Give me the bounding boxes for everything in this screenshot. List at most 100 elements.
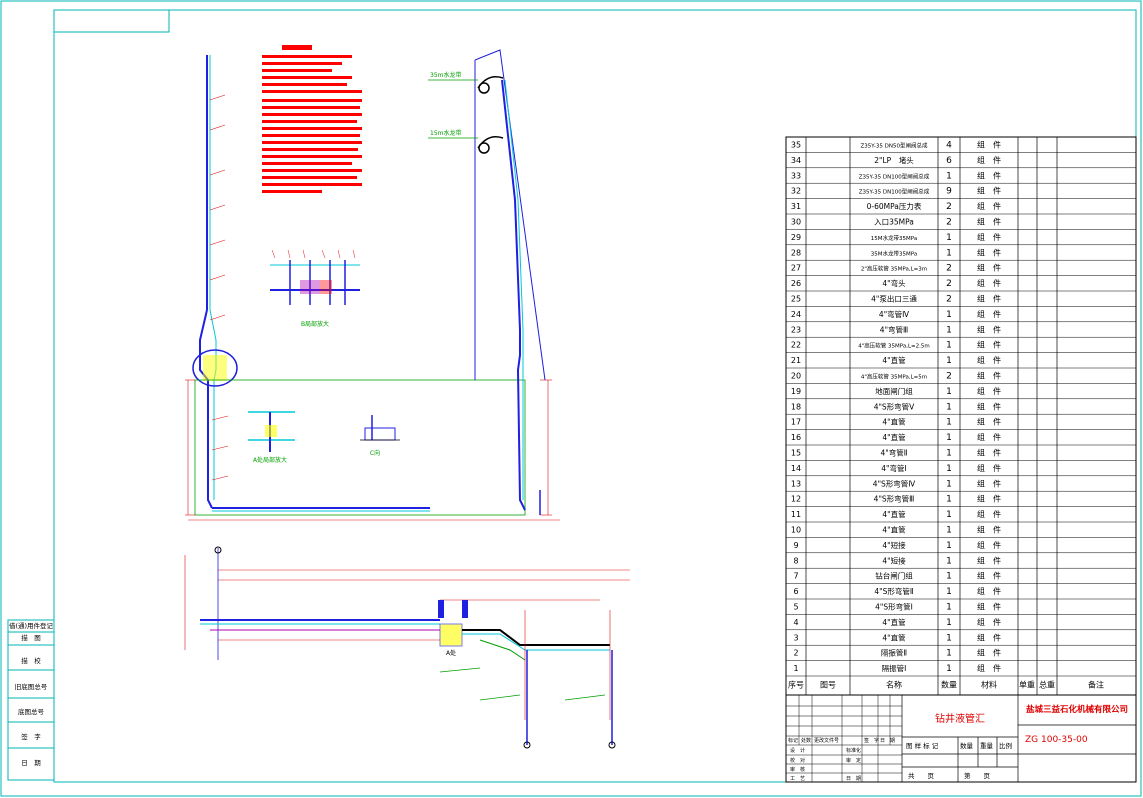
bom-cell-no: 9 xyxy=(793,541,798,550)
bom-cell-qty: 1 xyxy=(946,356,952,366)
caption-c-view: C向 xyxy=(370,449,380,457)
bom-cell-no: 33 xyxy=(791,171,801,180)
margin-label-3: 旧底图总号 xyxy=(15,682,48,691)
bom-cell-qty: 1 xyxy=(946,464,952,474)
bom-cell-no: 30 xyxy=(791,217,801,226)
bom-cell-mat: 组 件 xyxy=(977,386,1001,396)
bom-cell-qty: 2 xyxy=(946,371,952,381)
margin-label-5: 签 字 xyxy=(21,732,41,741)
bom-cell-no: 34 xyxy=(791,156,801,165)
bom-cell-qty: 1 xyxy=(946,602,952,612)
bom-cell-name: 4"直管 xyxy=(882,355,906,365)
bom-cell-no: 2 xyxy=(793,649,798,658)
caption-a-plan: A处 xyxy=(446,649,456,657)
bom-cell-name: 4"弯管Ⅳ xyxy=(879,309,909,319)
bom-cell-mat: 组 件 xyxy=(977,263,1001,273)
bom-cell-mat: 组 件 xyxy=(977,601,1001,611)
bom-cell-no: 27 xyxy=(791,264,801,273)
bom-cell-no: 25 xyxy=(791,294,801,303)
bom-cell-qty: 1 xyxy=(946,418,952,428)
bom-cell-no: 26 xyxy=(791,279,801,288)
bom-cell-no: 20 xyxy=(791,371,801,380)
bom-cell-mat: 组 件 xyxy=(977,571,1001,581)
bom-cell-name: 4"直管 xyxy=(882,432,906,442)
bom-cell-name: Z35Y-35 DN100型闸阀总成 xyxy=(859,172,930,180)
bom-header: 序号图号名称数量材料单重总重备注 xyxy=(788,679,1104,689)
bom-cell-mat: 组 件 xyxy=(977,432,1001,442)
bom-cell-no: 13 xyxy=(791,479,801,488)
bom-cell-no: 32 xyxy=(791,187,801,196)
bom-cell-mat: 组 件 xyxy=(977,340,1001,350)
bom-cell-mat: 组 件 xyxy=(977,524,1001,534)
technical-notes-block xyxy=(262,45,362,193)
rev-header-count: 处数 xyxy=(801,737,811,744)
bom-cell-qty: 1 xyxy=(946,572,952,582)
bom-cell-no: 28 xyxy=(791,248,801,257)
bom-cell-no: 7 xyxy=(793,572,798,581)
margin-label-1: 描 图 xyxy=(21,633,41,642)
bom-cell-mat: 组 件 xyxy=(977,216,1001,226)
bom-cell-no: 31 xyxy=(791,202,801,211)
bom-cell-qty: 1 xyxy=(946,325,952,335)
bom-cell-no: 23 xyxy=(791,325,801,334)
bom-cell-qty: 1 xyxy=(946,525,952,535)
bom-cell-mat: 组 件 xyxy=(977,586,1001,596)
dimension-lines xyxy=(185,379,560,521)
qty-label: 数量 xyxy=(960,741,974,750)
bom-cell-name: 4"S形弯管Ⅲ xyxy=(874,494,915,504)
bom-cell-mat: 组 件 xyxy=(977,540,1001,550)
bom-cell-qty: 1 xyxy=(946,171,952,181)
sign-design: 设 计 xyxy=(790,747,805,754)
bom-cell-mat: 组 件 xyxy=(977,632,1001,642)
bom-cell-qty: 1 xyxy=(946,587,952,597)
bom-cell-name: 地面闸门组 xyxy=(875,386,913,396)
caption-b-detail: B局部放大 xyxy=(301,320,329,328)
company-name: 盐城三益石化机械有限公司 xyxy=(1026,704,1128,715)
bom-cell-mat: 组 件 xyxy=(977,201,1001,211)
bom-cell-qty: 2 xyxy=(946,264,952,274)
bom-cell-no: 6 xyxy=(793,587,798,596)
sheet-total: 共 页 xyxy=(908,771,935,780)
drawing-number: ZG 100-35-00 xyxy=(1025,735,1088,745)
bom-cell-name: 4"直管 xyxy=(882,524,906,534)
bom-cell-no: 15 xyxy=(791,448,801,457)
bom-cell-mat: 组 件 xyxy=(977,417,1001,427)
bom-cell-mat: 组 件 xyxy=(977,478,1001,488)
drawing-title: 钻井液管汇 xyxy=(935,712,985,725)
bom-header-cell: 备注 xyxy=(1088,679,1104,689)
bom-cell-name: 4"弯管Ⅲ xyxy=(880,324,908,334)
bom-cell-qty: 1 xyxy=(946,433,952,443)
bom-cell-no: 14 xyxy=(791,464,801,473)
sheet-number: 第 页 xyxy=(964,771,991,780)
bom-cell-mat: 组 件 xyxy=(977,509,1001,519)
bom-cell-no: 24 xyxy=(791,310,801,319)
bom-cell-qty: 2 xyxy=(946,217,952,227)
sign-process: 工 艺 xyxy=(790,776,805,782)
bom-cell-mat: 组 件 xyxy=(977,293,1001,303)
rev-header-doc: 更改文件号 xyxy=(814,737,839,744)
bom-cell-name: 0-60MPa压力表 xyxy=(867,201,922,211)
detail-a-view: A处局部放大 xyxy=(248,411,295,464)
bom-cell-qty: 4 xyxy=(946,140,952,150)
scale-label: 比例 xyxy=(999,741,1012,750)
bom-header-cell: 单重 xyxy=(1019,679,1035,689)
bom-header-cell: 名称 xyxy=(886,679,902,689)
bom-header-cell: 总重 xyxy=(1039,679,1055,689)
bom-cell-name: 4"S形弯管Ⅰ xyxy=(875,601,913,611)
bom-header-cell: 材料 xyxy=(981,679,997,689)
bom-cell-no: 21 xyxy=(791,356,801,365)
bom-cell-mat: 组 件 xyxy=(977,232,1001,242)
standpipe-elevation xyxy=(192,55,430,512)
bom-cell-no: 10 xyxy=(791,525,801,534)
bom-cell-name: 15M水龙带35MPa xyxy=(871,234,917,242)
hose-callouts: 35m水龙带 15m水龙带 xyxy=(428,71,478,139)
bom-cell-mat: 组 件 xyxy=(977,155,1001,165)
bom-cell-mat: 组 件 xyxy=(977,355,1001,365)
bom-cell-qty: 1 xyxy=(946,248,952,258)
bom-cell-qty: 1 xyxy=(946,387,952,397)
bom-cell-qty: 1 xyxy=(946,233,952,243)
bom-cell-name: 4"S形弯管Ⅳ xyxy=(873,478,915,488)
bom-cell-name: Z35Y-35 DN100型闸阀总成 xyxy=(859,188,930,196)
bom-cell-no: 11 xyxy=(791,510,801,519)
